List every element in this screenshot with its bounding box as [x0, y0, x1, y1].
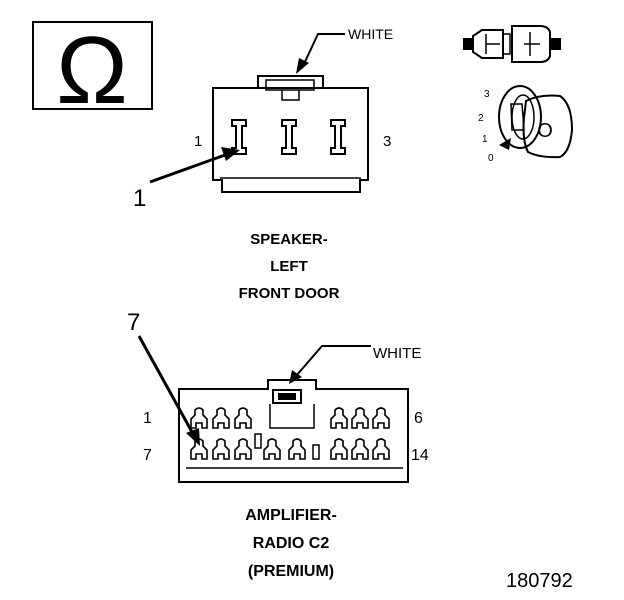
amplifier-pin-bottom-left-label: 7 [143, 447, 152, 464]
amplifier-cavity-row2-4 [263, 438, 281, 460]
amplifier-pin-bottom-right-label: 14 [411, 447, 429, 464]
amplifier-cavity-row1-3 [234, 407, 252, 429]
inline-connector-icon [463, 25, 561, 63]
amplifier-keying-post-2 [312, 444, 320, 460]
amplifier-pin-top-left-label: 1 [143, 410, 152, 427]
amplifier-wire-leader [295, 345, 371, 377]
switch-position-3: 3 [484, 89, 490, 100]
amplifier-wire-color-label: WHITE [373, 345, 421, 362]
amplifier-cavity-row2-7 [351, 438, 369, 460]
amplifier-connector: WHITE 1 6 7 14 7 AMPLIFIER- RADIO C2 (PR… [127, 309, 429, 580]
amplifier-cavity-row1-1 [190, 407, 208, 429]
figure-number: 180792 [506, 570, 573, 592]
amplifier-cavity-row2-8 [372, 438, 390, 460]
amplifier-cavity-row2-2 [212, 438, 230, 460]
amplifier-cavity-row2-5 [288, 438, 306, 460]
speaker-wire-leader [302, 33, 345, 67]
speaker-callout-number: 1 [133, 185, 146, 212]
speaker-wire-arrowhead [296, 58, 309, 74]
amplifier-caption-line3: (PREMIUM) [248, 563, 334, 580]
amplifier-caption-line2: RADIO C2 [253, 535, 330, 552]
speaker-connector: WHITE 1 3 1 SPEAKER- LEFT FRONT DOOR [133, 26, 393, 302]
amplifier-cavity-row2-3 [234, 438, 252, 460]
ohmmeter-symbol: Ω [32, 17, 153, 124]
amplifier-cavity-row1-5 [351, 407, 369, 429]
speaker-caption-line3: FRONT DOOR [239, 285, 340, 302]
switch-position-0: 0 [488, 153, 494, 164]
amplifier-cavity-row1-6 [372, 407, 390, 429]
amplifier-wire-arrowhead [289, 370, 302, 384]
speaker-cavity-2 [281, 119, 297, 155]
amplifier-cavity-row1-2 [212, 407, 230, 429]
amplifier-callout-leader [137, 335, 194, 433]
speaker-caption-line2: LEFT [270, 258, 308, 275]
switch-position-1: 1 [482, 134, 488, 145]
ignition-switch-icon: 3 2 1 0 O [478, 85, 574, 164]
speaker-pin-right-label: 3 [383, 133, 391, 150]
speaker-cavity-3 [330, 119, 346, 155]
key-head-letter: O [537, 120, 553, 142]
speaker-cavity-1 [231, 119, 247, 155]
amplifier-callout-arrowhead [186, 428, 200, 446]
amplifier-pin-top-right-label: 6 [414, 410, 423, 427]
ohm-symbol-glyph: Ω [56, 17, 128, 124]
amplifier-cavity-row1-4 [330, 407, 348, 429]
amplifier-callout-number: 7 [127, 309, 140, 336]
amplifier-cavity-row2-6 [330, 438, 348, 460]
amplifier-caption-line1: AMPLIFIER- [245, 507, 337, 524]
amplifier-cavities [190, 407, 390, 460]
amplifier-keying-post-1 [254, 433, 262, 449]
switch-pointer [499, 138, 511, 150]
speaker-callout-leader [149, 153, 226, 184]
speaker-callout-arrowhead [221, 147, 240, 161]
speaker-pin-left-label: 1 [194, 133, 202, 150]
speaker-wire-color-label: WHITE [348, 26, 393, 42]
speaker-caption-line1: SPEAKER- [250, 231, 328, 248]
switch-position-2: 2 [478, 113, 484, 124]
